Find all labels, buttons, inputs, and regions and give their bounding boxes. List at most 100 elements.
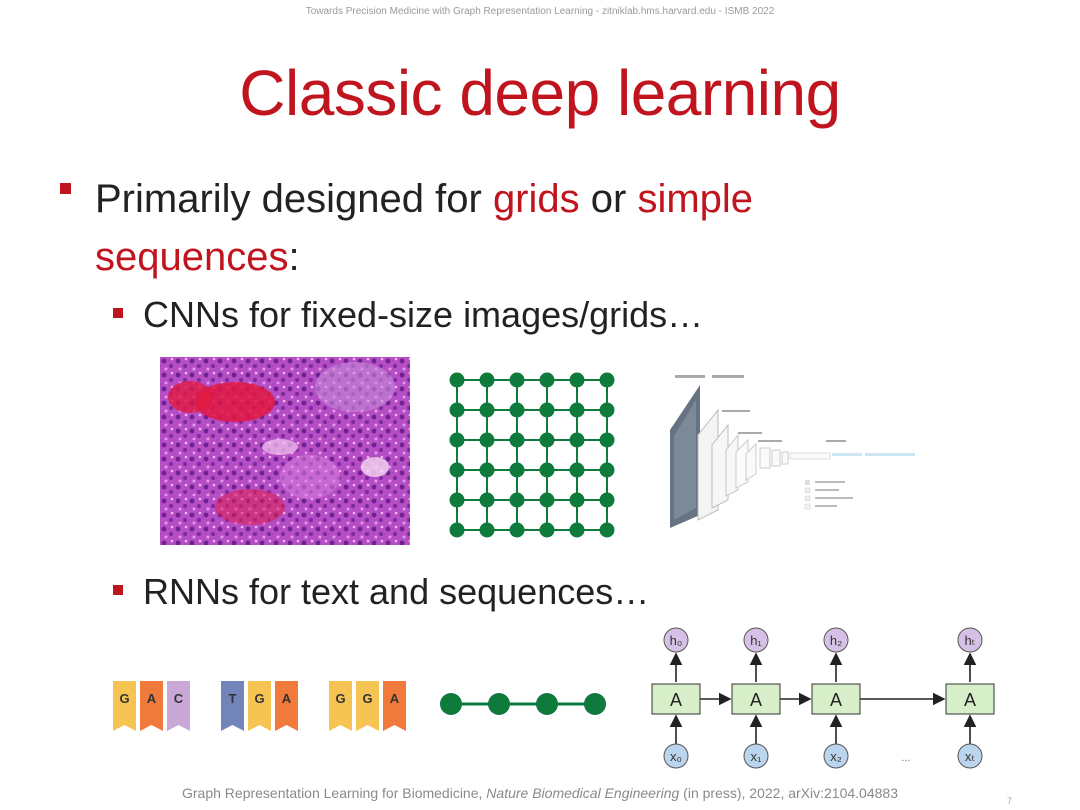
keyword-simple: simple	[637, 177, 754, 221]
grid-node	[569, 462, 585, 478]
nucleotide-tag: G	[329, 681, 352, 731]
rnn-input-label: xₜ	[965, 749, 976, 764]
grid-node	[509, 432, 525, 448]
nucleotide-label: T	[229, 691, 237, 706]
grid-node	[539, 432, 555, 448]
main-bullet: Primarily designed for grids or simple s…	[95, 170, 995, 286]
sub-bullet-marker	[113, 308, 123, 318]
cnn-architecture-diagram	[670, 375, 915, 528]
nucleotide-tag: A	[140, 681, 163, 731]
nucleotide-label: A	[390, 691, 400, 706]
tissue-image	[160, 357, 410, 545]
grid-node	[569, 402, 585, 418]
rnn-cell-label: A	[964, 690, 976, 710]
grid-node	[449, 432, 465, 448]
sub-bullet-rnn: RNNs for text and sequences…	[143, 571, 650, 612]
grid-node	[509, 492, 525, 508]
grid-node	[479, 462, 495, 478]
rnn-cell-label: A	[830, 690, 842, 710]
grid-node	[509, 462, 525, 478]
rnn-ellipsis: ...	[901, 752, 910, 764]
nucleotide-tag: T	[221, 681, 244, 731]
nucleotide-tag: G	[113, 681, 136, 731]
page-number: 7	[1006, 796, 1012, 806]
rnn-input-node: x₂	[823, 743, 849, 769]
bullet-mid: or	[579, 177, 638, 221]
grid-node	[569, 432, 585, 448]
grid-node	[509, 372, 525, 388]
nucleotide-label: G	[335, 691, 345, 706]
nucleotide-tag: G	[248, 681, 271, 731]
rnn-output-label: h₀	[670, 633, 683, 648]
citation-tail: (in press), 2022, arXiv:2104.04883	[679, 785, 898, 801]
rnn-cell-label: A	[750, 690, 762, 710]
keyword-grids: grids	[492, 177, 580, 221]
nucleotide-label: A	[147, 691, 157, 706]
rnn-output-node: h₁	[743, 627, 769, 653]
nucleotide-tag: A	[383, 681, 406, 731]
citation: Graph Representation Learning for Biomed…	[0, 785, 1080, 801]
slide-title: Classic deep learning	[239, 57, 841, 129]
grid-node	[539, 492, 555, 508]
grid-node	[599, 462, 615, 478]
grid-node	[479, 372, 495, 388]
rnn-cell: A	[651, 683, 701, 715]
rnn-input-label: x₁	[751, 749, 763, 764]
rnn-output-node: h₂	[823, 627, 849, 653]
nucleotide-label: C	[174, 691, 184, 706]
nucleotide-tag: C	[167, 681, 190, 731]
rnn-output-label: h₂	[830, 633, 842, 648]
rnn-output-label: hₜ	[964, 633, 975, 648]
nucleotide-label: G	[254, 691, 264, 706]
grid-node	[479, 432, 495, 448]
grid-node	[449, 462, 465, 478]
nucleotide-tag: G	[356, 681, 379, 731]
grid-node	[539, 462, 555, 478]
sub-bullet-cnn: CNNs for fixed-size images/grids…	[143, 294, 704, 335]
grid-node	[449, 372, 465, 388]
bullet-marker	[60, 183, 71, 194]
grid-node	[539, 372, 555, 388]
grid-node	[509, 402, 525, 418]
grid-node	[569, 522, 585, 538]
rnn-input-node: x₀	[663, 743, 689, 769]
rnn-cell-label: A	[670, 690, 682, 710]
nucleotide-label: G	[362, 691, 372, 706]
grid-node	[599, 492, 615, 508]
rnn-input-node: x₁	[743, 743, 769, 769]
grid-node	[449, 402, 465, 418]
grid-node	[539, 522, 555, 538]
grid-node	[449, 522, 465, 538]
keyword-sequences: sequences	[95, 235, 289, 279]
grid-node	[479, 402, 495, 418]
header-text: Towards Precision Medicine with Graph Re…	[305, 6, 775, 17]
bullet-prefix: Primarily designed for	[95, 177, 493, 221]
grid-node	[539, 402, 555, 418]
rnn-input-label: x₂	[830, 749, 842, 764]
grid-node	[479, 522, 495, 538]
nucleotide-label: A	[282, 691, 292, 706]
rnn-output-node: h₀	[663, 627, 689, 653]
rnn-unrolled-diagram: Ah₀ x₀ Ah₁ x₁ Ah₂ x₂ Ahₜ xₜ...	[651, 627, 995, 769]
rnn-output-node: hₜ	[957, 627, 983, 653]
bullet-suffix: :	[288, 235, 300, 279]
grid-node	[479, 492, 495, 508]
grid-node	[569, 492, 585, 508]
sub-bullet-marker	[113, 585, 123, 595]
rnn-input-label: x₀	[670, 749, 682, 764]
citation-journal: Nature Biomedical Engineering	[486, 785, 680, 801]
grid-node	[509, 522, 525, 538]
rnn-cell: A	[945, 683, 995, 715]
rnn-output-label: h₁	[750, 633, 762, 648]
grid-node	[569, 372, 585, 388]
grid-node	[599, 402, 615, 418]
rnn-cell: A	[731, 683, 781, 715]
grid-node	[599, 432, 615, 448]
grid-node	[449, 492, 465, 508]
nucleotide-label: G	[119, 691, 129, 706]
grid-node	[599, 372, 615, 388]
rnn-cell: A	[811, 683, 861, 715]
grid-graph	[449, 372, 615, 538]
grid-node	[599, 522, 615, 538]
